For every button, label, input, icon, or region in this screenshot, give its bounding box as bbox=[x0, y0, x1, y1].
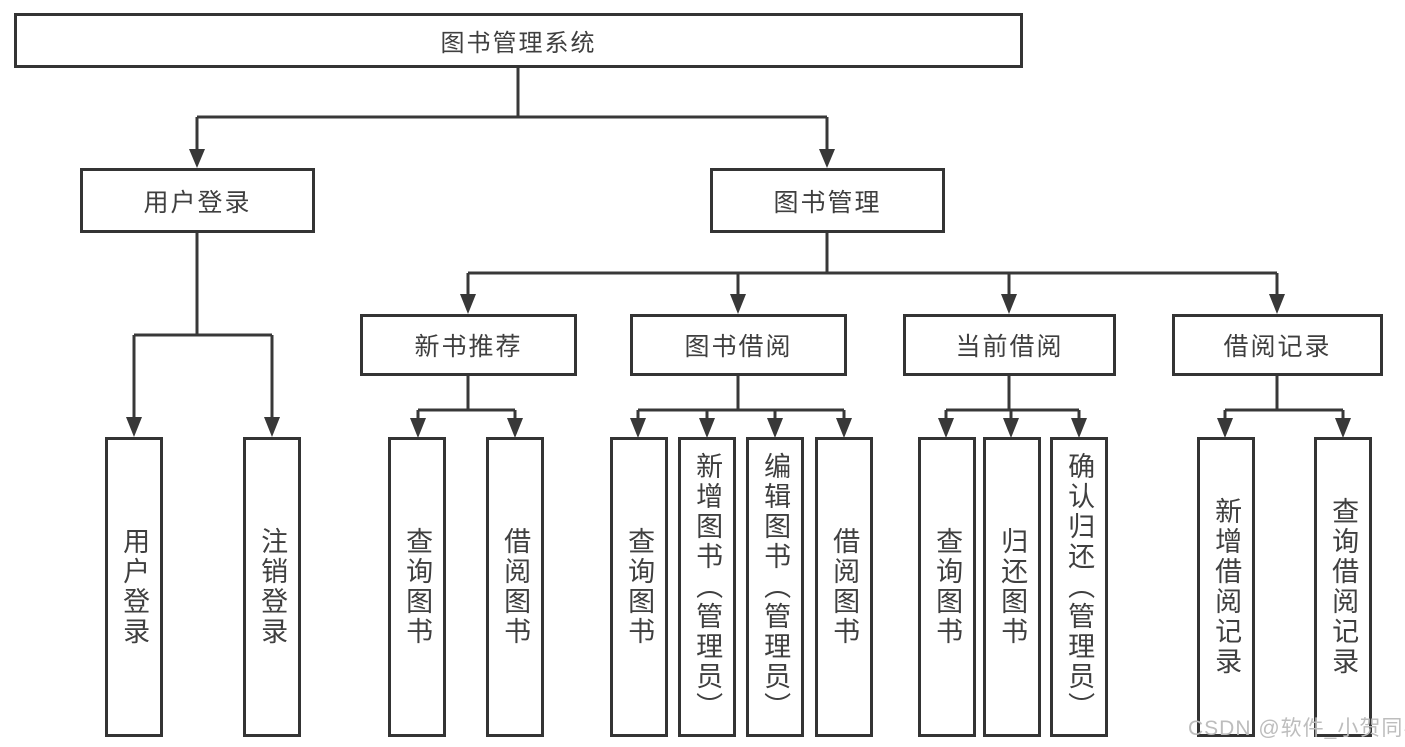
leaf-borrow-books-borrow-label: 借阅图书 bbox=[829, 527, 860, 647]
node-library-system: 图书管理系统 bbox=[14, 13, 1023, 68]
leaf-logout-login: 注销登录 bbox=[243, 437, 301, 737]
leaf-edit-book-admin-label: 编辑图书（管理员） bbox=[760, 452, 791, 722]
leaf-edit-book-admin: 编辑图书（管理员） bbox=[746, 437, 804, 737]
node-new-book-recommend: 新书推荐 bbox=[360, 314, 577, 376]
node-book-management: 图书管理 bbox=[710, 168, 945, 233]
leaf-query-books-current: 查询图书 bbox=[918, 437, 976, 737]
leaf-query-books-recommend: 查询图书 bbox=[388, 437, 446, 737]
leaf-confirm-return-admin: 确认归还（管理员） bbox=[1050, 437, 1108, 737]
node-current-borrow-label: 当前借阅 bbox=[955, 333, 1064, 361]
node-user-login: 用户登录 bbox=[80, 168, 315, 233]
leaf-return-book: 归还图书 bbox=[983, 437, 1041, 737]
leaf-borrow-books-recommend: 借阅图书 bbox=[486, 437, 544, 737]
leaf-query-borrow-record: 查询借阅记录 bbox=[1314, 437, 1372, 737]
leaf-query-books-recommend-label: 查询图书 bbox=[402, 527, 433, 647]
leaf-user-login-label: 用户登录 bbox=[119, 527, 150, 647]
leaf-confirm-return-admin-label: 确认归还（管理员） bbox=[1064, 452, 1095, 722]
leaf-add-book-admin: 新增图书（管理员） bbox=[678, 437, 736, 737]
leaf-query-books-borrow-label: 查询图书 bbox=[624, 527, 655, 647]
leaf-borrow-books-recommend-label: 借阅图书 bbox=[500, 527, 531, 647]
leaf-borrow-books-borrow: 借阅图书 bbox=[815, 437, 873, 737]
leaf-add-borrow-record: 新增借阅记录 bbox=[1197, 437, 1255, 737]
csdn-watermark: CSDN @软件_小贺同学 bbox=[1188, 717, 1405, 740]
node-library-system-label: 图书管理系统 bbox=[440, 30, 597, 57]
node-book-borrow: 图书借阅 bbox=[630, 314, 847, 376]
leaf-return-book-label: 归还图书 bbox=[997, 527, 1028, 647]
node-borrow-records: 借阅记录 bbox=[1172, 314, 1383, 376]
node-book-borrow-label: 图书借阅 bbox=[684, 333, 793, 361]
node-new-book-recommend-label: 新书推荐 bbox=[414, 333, 523, 361]
leaf-query-books-current-label: 查询图书 bbox=[932, 527, 963, 647]
leaf-user-login: 用户登录 bbox=[105, 437, 163, 737]
leaf-query-borrow-record-label: 查询借阅记录 bbox=[1328, 497, 1359, 677]
leaf-add-book-admin-label: 新增图书（管理员） bbox=[692, 452, 723, 722]
leaf-query-books-borrow: 查询图书 bbox=[610, 437, 668, 737]
node-book-management-label: 图书管理 bbox=[773, 188, 882, 217]
node-borrow-records-label: 借阅记录 bbox=[1223, 333, 1332, 361]
leaf-add-borrow-record-label: 新增借阅记录 bbox=[1211, 497, 1242, 677]
leaf-logout-login-label: 注销登录 bbox=[257, 527, 288, 647]
node-current-borrow: 当前借阅 bbox=[903, 314, 1116, 376]
node-user-login-label: 用户登录 bbox=[143, 188, 252, 217]
